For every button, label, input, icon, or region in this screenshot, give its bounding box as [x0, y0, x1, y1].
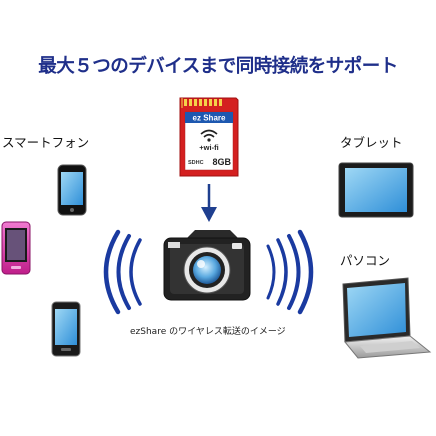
- down-arrow-icon: [201, 184, 217, 222]
- smartphone-pink-icon: [1, 221, 31, 275]
- smartphone-dark-icon: [51, 301, 81, 357]
- sd-brand: ez Share: [193, 114, 226, 123]
- caption: ezShare のワイヤレス転送のイメージ: [130, 327, 286, 337]
- headline: 最大５つのデバイスまで同時接続をサポート: [38, 56, 398, 77]
- wifi-wave-icon: [103, 229, 142, 315]
- sd-class: SDHC: [188, 160, 204, 166]
- pc-label: パソコン: [340, 253, 391, 268]
- sd-card-icon: ez Share +wi-fi SDHC 8GB: [179, 97, 239, 177]
- smartphone-label: スマートフォン: [2, 135, 90, 150]
- sd-capacity: 8GB: [212, 157, 231, 167]
- camera-icon: [163, 230, 251, 301]
- tablet-label: タブレット: [340, 135, 403, 150]
- tablet-icon: [338, 162, 414, 218]
- wifi-wave-icon: [266, 229, 314, 315]
- smartphone-black-icon: [57, 164, 87, 216]
- sd-wifi-text: +wi-fi: [199, 143, 218, 152]
- laptop-icon: [342, 277, 432, 359]
